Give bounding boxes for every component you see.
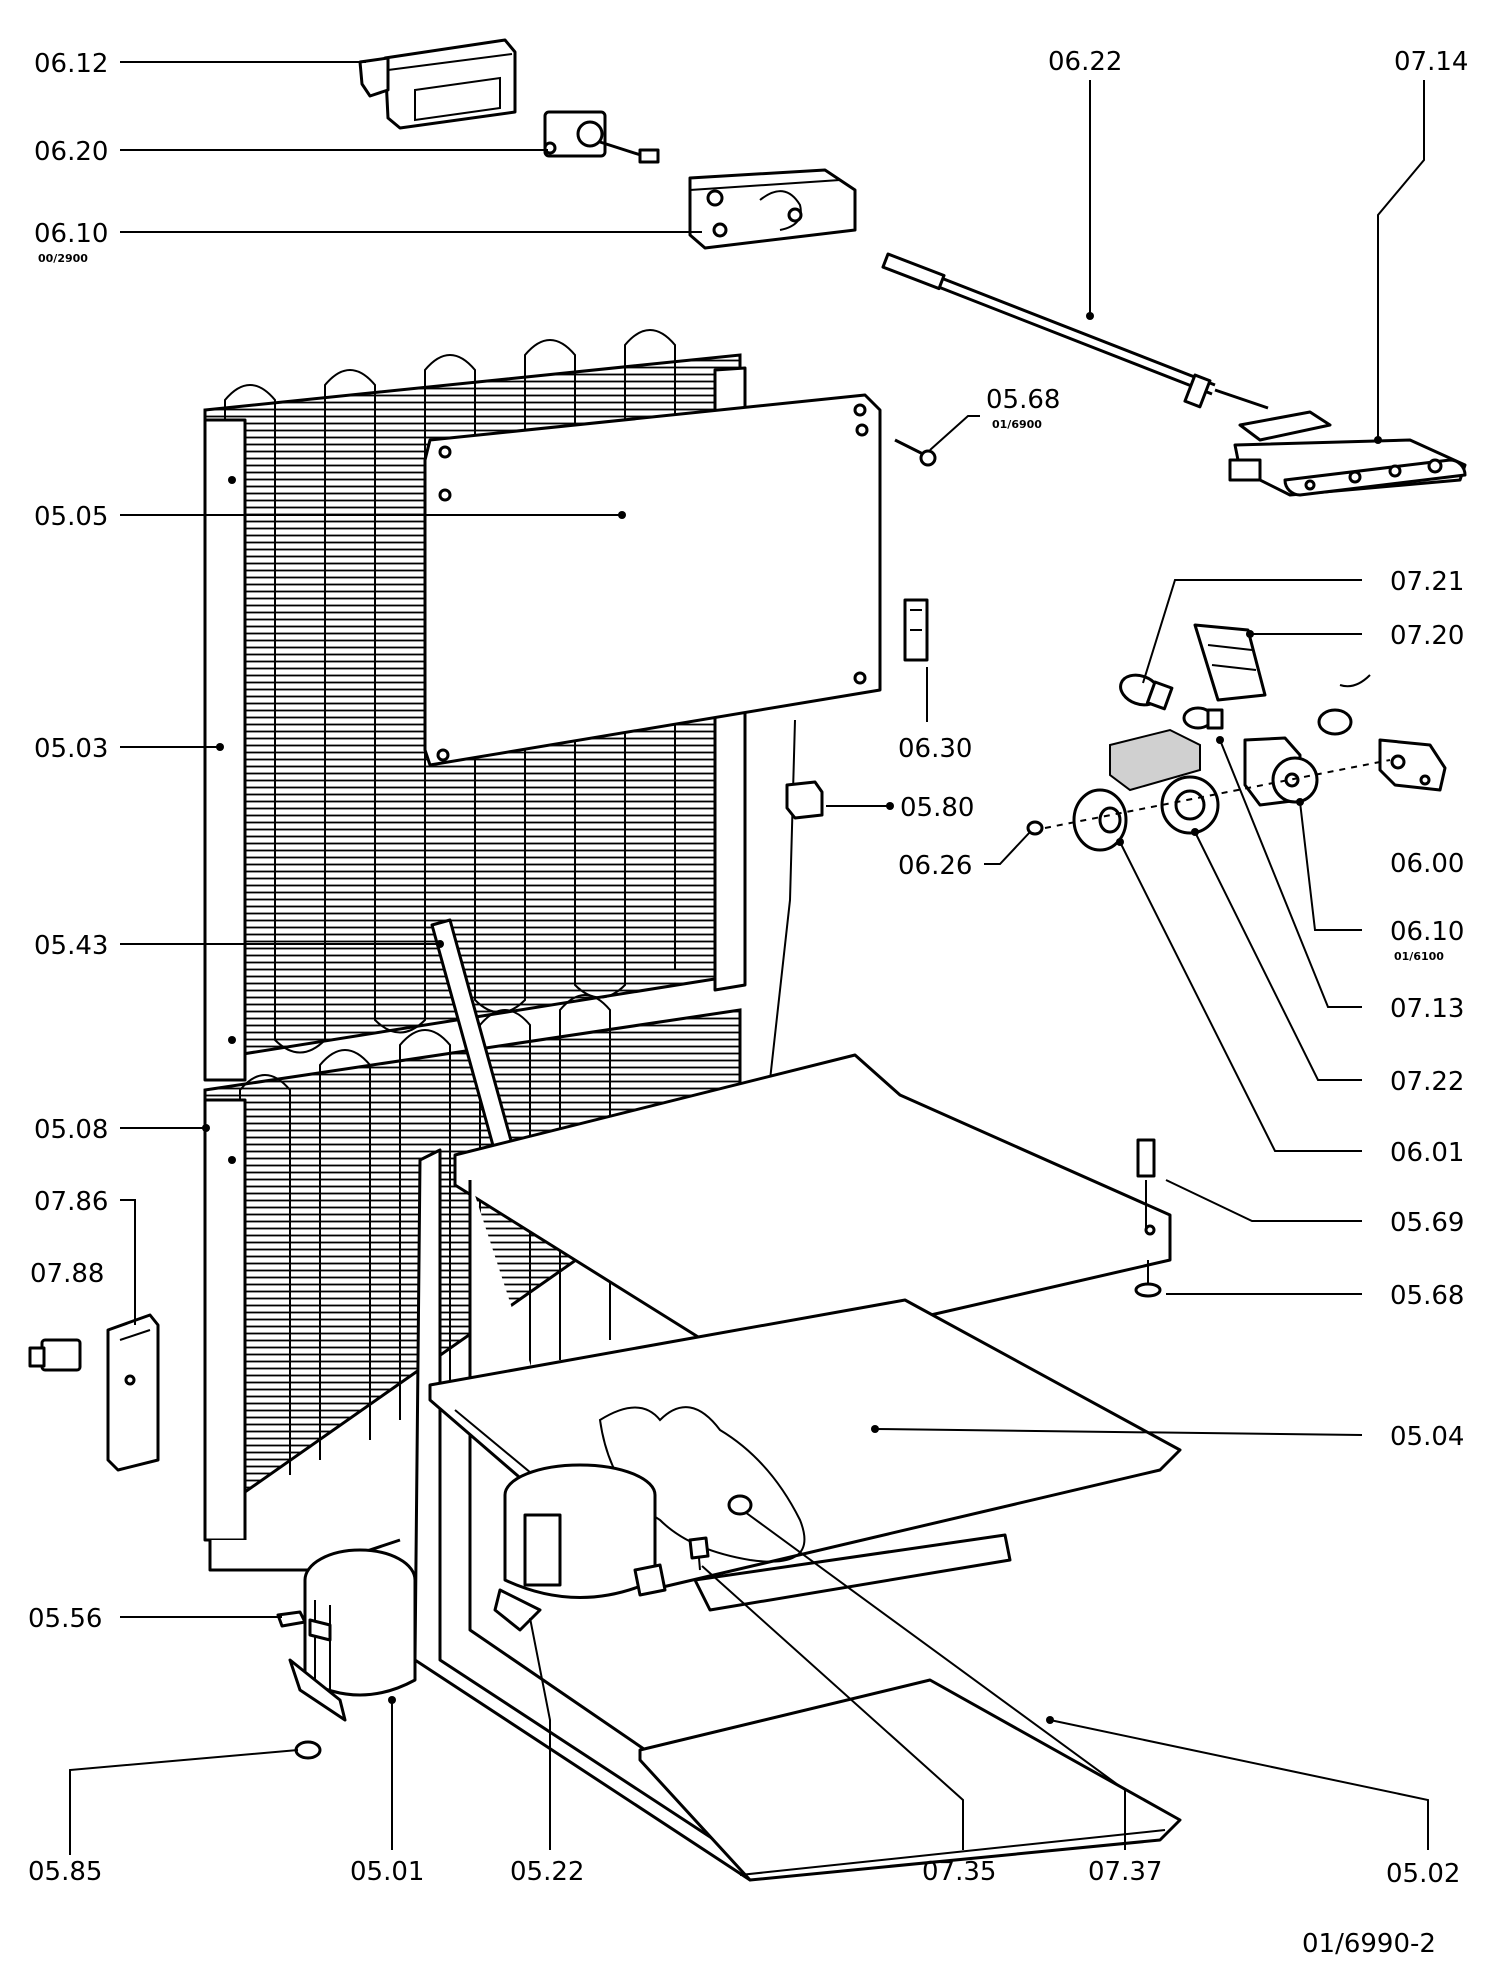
label-05-02: 05.02 xyxy=(1386,1859,1460,1889)
label-06-26: 06.26 xyxy=(898,851,972,881)
part-05-85-foot xyxy=(294,1740,322,1760)
label-06-22: 06.22 xyxy=(1048,47,1122,77)
leader-dots xyxy=(202,312,1382,1724)
label-07-86: 07.86 xyxy=(34,1187,108,1217)
part-07-35-connector xyxy=(688,1536,710,1571)
part-05-01-compressor xyxy=(288,1548,417,1722)
part-05-68-foot xyxy=(1134,1260,1162,1298)
callout-labels: 06.12 06.20 06.10 00/2900 06.22 07.14 05… xyxy=(28,47,1468,1959)
connecting-wire xyxy=(769,719,796,1081)
label-07-14: 07.14 xyxy=(1394,47,1468,77)
label-05-04: 05.04 xyxy=(1390,1422,1464,1452)
label-05-85: 05.85 xyxy=(28,1857,102,1887)
part-06-30-clip xyxy=(903,598,929,662)
label-07-20: 07.20 xyxy=(1390,621,1464,651)
label-05-43: 05.43 xyxy=(34,931,108,961)
part-07-86-relay-box xyxy=(106,1313,160,1472)
label-07-37: 07.37 xyxy=(1088,1857,1162,1887)
part-07-13-lamp xyxy=(1182,706,1224,730)
part-05-05-back-plate xyxy=(423,393,882,767)
label-05-22: 05.22 xyxy=(510,1857,584,1887)
part-05-56-clip xyxy=(276,1610,307,1628)
label-06-10: 06.10 xyxy=(34,219,108,249)
part-06-22-shaft xyxy=(881,252,1269,410)
part-07-88-plug xyxy=(28,1338,82,1372)
label-06-10-sub: 00/2900 xyxy=(38,252,88,265)
label-05-68-b: 05.68 xyxy=(1390,1281,1464,1311)
label-06-10-b: 06.10 xyxy=(1390,917,1464,947)
label-06-12: 06.12 xyxy=(34,49,108,79)
part-06-01-knob xyxy=(1072,788,1128,852)
label-05-69: 05.69 xyxy=(1390,1208,1464,1238)
assembly-axis-line xyxy=(1044,759,1391,829)
part-06-10-lamp-housing xyxy=(688,168,857,250)
part-07-14-control-panel xyxy=(1228,410,1467,497)
label-07-22: 07.22 xyxy=(1390,1067,1464,1097)
label-05-03: 05.03 xyxy=(34,734,108,764)
part-05-80-block xyxy=(785,780,824,820)
label-05-80: 05.80 xyxy=(900,793,974,823)
leader-lines xyxy=(69,61,1429,1855)
label-06-10-b-sub: 01/6100 xyxy=(1394,950,1444,963)
label-05-56: 05.56 xyxy=(28,1604,102,1634)
part-07-37-grommet xyxy=(727,1494,753,1516)
part-06-20-thermostat xyxy=(543,110,660,164)
label-05-68-sub: 01/6900 xyxy=(992,418,1042,431)
part-05-68-screw-top xyxy=(894,438,937,467)
part-05-22-fan-motor xyxy=(493,1463,667,1632)
label-05-08: 05.08 xyxy=(34,1115,108,1145)
part-06-26-small-lamp xyxy=(1026,820,1044,836)
part-06-12-housing xyxy=(358,38,517,130)
label-05-05: 05.05 xyxy=(34,502,108,532)
label-06-20: 06.20 xyxy=(34,137,108,167)
label-06-01: 06.01 xyxy=(1390,1138,1464,1168)
label-07-35: 07.35 xyxy=(922,1857,996,1887)
drawing-number: 01/6990-2 xyxy=(1302,1929,1436,1959)
part-06-00-switch-unit xyxy=(1317,674,1447,792)
part-06-10-holder xyxy=(1243,736,1319,807)
part-07-20-bracket xyxy=(1193,623,1267,702)
label-07-88: 07.88 xyxy=(30,1259,104,1289)
part-05-69-pin xyxy=(1136,1138,1156,1230)
label-07-21: 07.21 xyxy=(1390,567,1464,597)
label-07-13: 07.13 xyxy=(1390,994,1464,1024)
label-06-00: 06.00 xyxy=(1390,849,1464,879)
label-05-01: 05.01 xyxy=(350,1857,424,1887)
part-07-22-cover xyxy=(1109,728,1220,835)
part-05-02-base-plate xyxy=(638,1533,1182,1882)
label-06-30: 06.30 xyxy=(898,734,972,764)
label-05-68-top: 05.68 xyxy=(986,385,1060,415)
